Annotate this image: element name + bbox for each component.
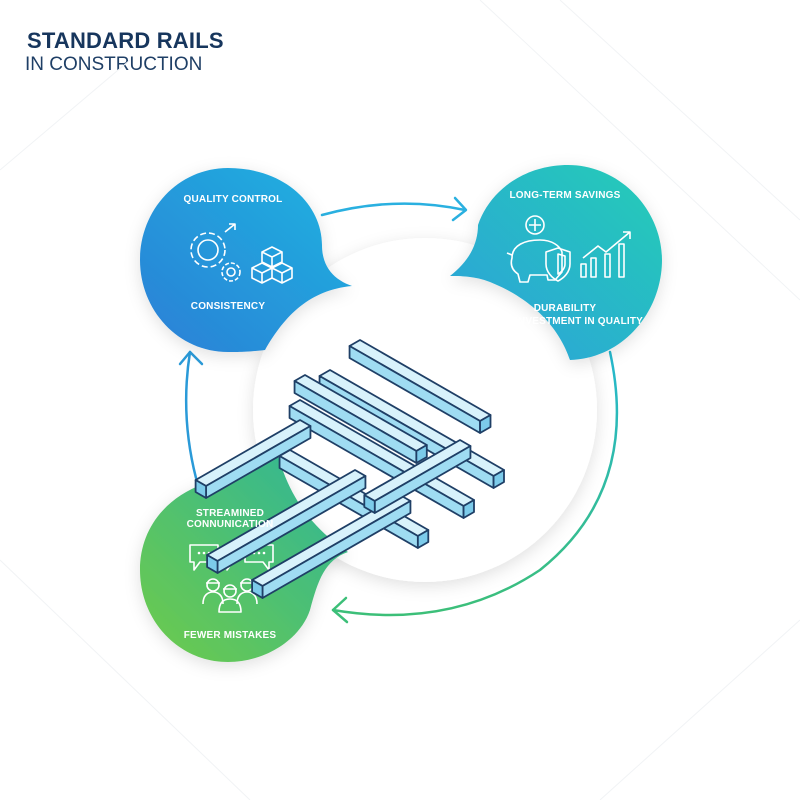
arrow-quality-to-savings xyxy=(320,202,467,217)
arrowhead-icon xyxy=(451,196,468,222)
arrow-savings-to-communication xyxy=(331,350,619,617)
arrowhead-icon xyxy=(331,596,349,624)
rail-lattice-icon xyxy=(194,339,505,599)
page-subtitle: IN CONSTRUCTION xyxy=(25,54,203,75)
shield-icon xyxy=(545,247,571,282)
lattice-beam xyxy=(206,554,219,574)
lattice-beam xyxy=(416,529,430,549)
workers-icon xyxy=(202,578,258,613)
piggy-bank-icon xyxy=(506,215,563,283)
durability-label: DURABILITY xyxy=(533,303,597,314)
gears-icon xyxy=(190,223,241,282)
consistency-label: CONSISTENCY xyxy=(190,301,266,312)
lattice-beam xyxy=(363,494,376,514)
long-term-savings-label: LONG-TERM SAVINGS xyxy=(509,190,621,201)
page-title: STANDARD RAILS xyxy=(27,28,224,53)
lattice-beam xyxy=(462,499,475,519)
fewer-mistakes-label: FEWER MISTAKES xyxy=(183,630,277,641)
lattice-beam xyxy=(251,579,264,599)
lattice-beam xyxy=(492,469,505,489)
arrow-communication-to-quality xyxy=(184,350,198,480)
investment-in-quality-label: INVESTMENT IN QUALITY xyxy=(514,316,644,327)
lattice-beam xyxy=(479,414,492,434)
communication-label: CONNUNICATION xyxy=(186,519,274,530)
lattice-beam xyxy=(194,479,207,499)
lattice-beam xyxy=(415,444,428,464)
node-long-term-savings[interactable] xyxy=(450,165,662,360)
growth-chart-icon xyxy=(580,231,631,278)
blocks-icon xyxy=(251,246,293,284)
arrowhead-icon xyxy=(178,350,204,366)
node-quality-control[interactable] xyxy=(140,168,352,352)
quality-control-label: QUALITY CONTROL xyxy=(183,194,283,205)
streamlined-label: STREAMINED xyxy=(195,508,265,519)
